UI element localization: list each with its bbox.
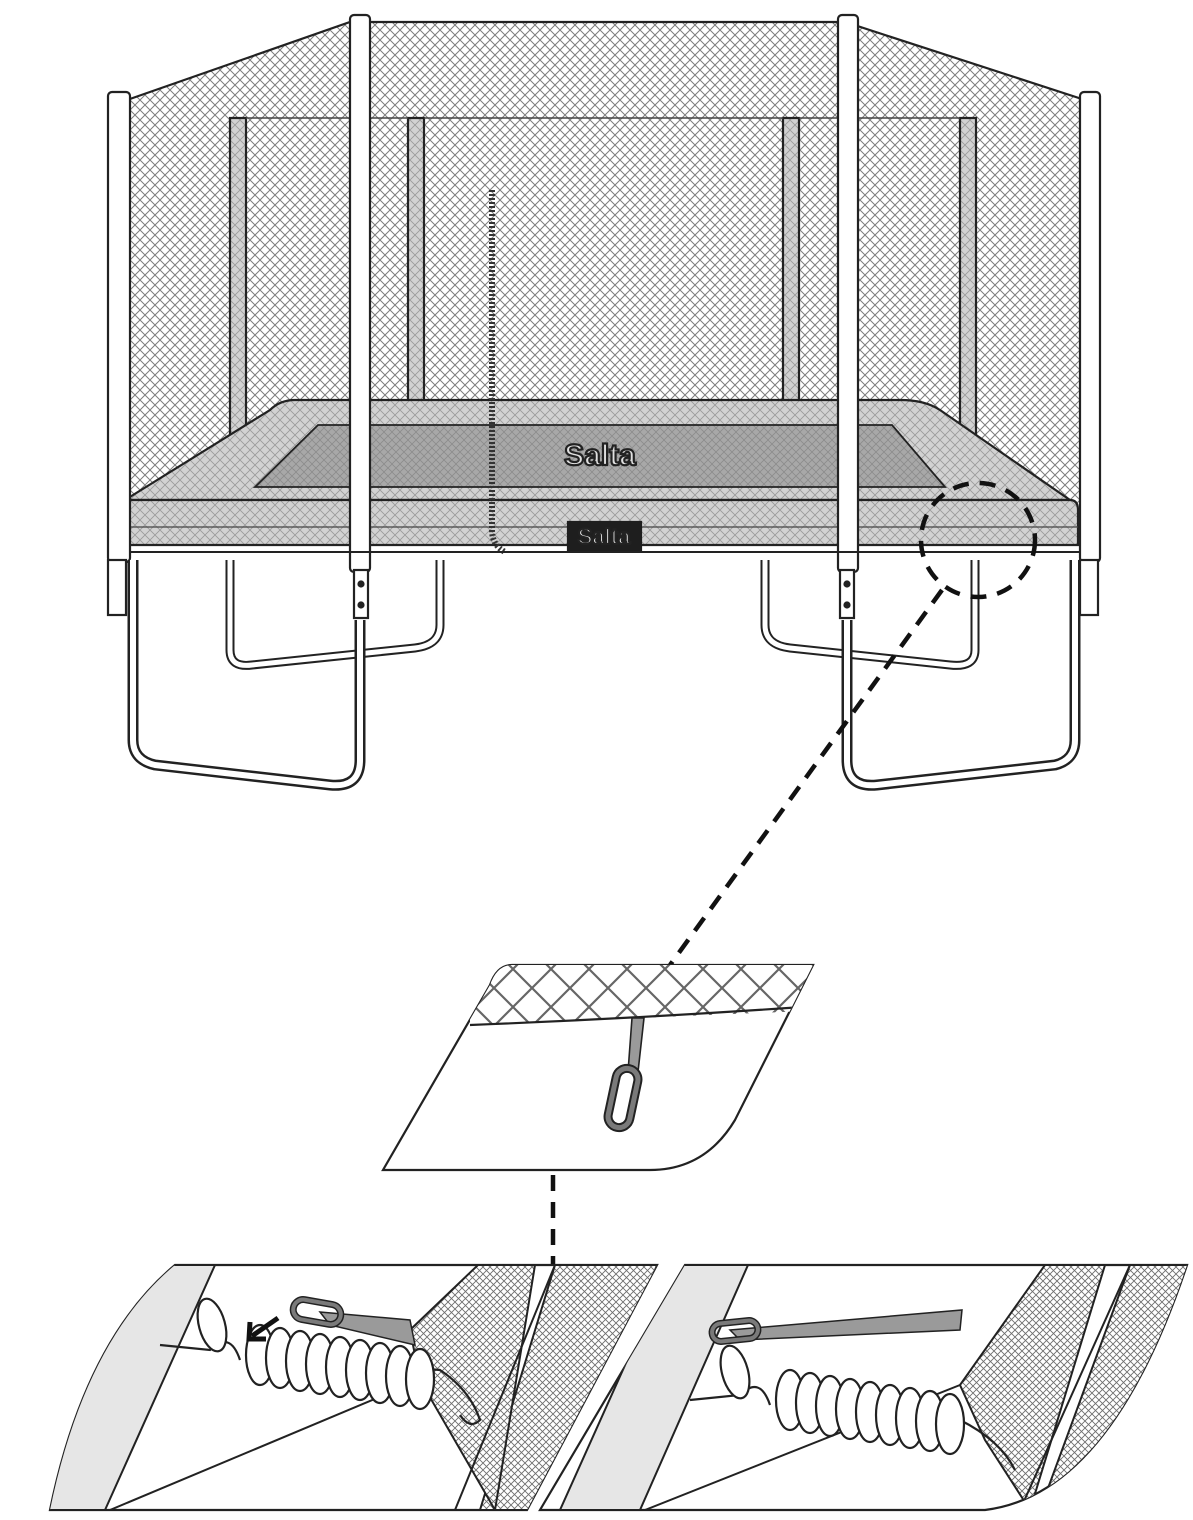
arrow-down-left-icon <box>246 1315 280 1342</box>
corner-pole-left <box>106 90 132 564</box>
detail-before-hooking <box>48 1263 659 1512</box>
net-zipper <box>489 190 507 555</box>
frame-band-right <box>558 1265 750 1510</box>
detail-net-attachment <box>381 963 815 1172</box>
front-pole-right <box>836 13 860 574</box>
spring-right <box>689 1344 1016 1471</box>
callout <box>550 480 1038 1265</box>
net-strip <box>470 965 813 1025</box>
trampoline: Salta Salta <box>106 13 1102 791</box>
back-pole-center-left <box>406 116 426 410</box>
back-pole-center-right <box>781 116 801 410</box>
net-band-right <box>1038 1265 1187 1510</box>
jumping-mat <box>252 424 947 488</box>
front-pole-left <box>348 13 372 574</box>
brand-badge <box>566 520 643 552</box>
mat-logo: Salta <box>564 439 636 472</box>
leader-line-top <box>668 588 944 967</box>
leg-front-right <box>841 560 1081 791</box>
leg-front-left <box>127 560 366 791</box>
corner-pole-right <box>1078 90 1102 564</box>
brand-badge-label: Salta <box>578 524 631 549</box>
dashed-callout-circle <box>918 480 1038 600</box>
net-corner <box>408 1265 537 1510</box>
detail-after-hooking <box>538 1263 1189 1512</box>
net-corner-right <box>958 1265 1107 1510</box>
